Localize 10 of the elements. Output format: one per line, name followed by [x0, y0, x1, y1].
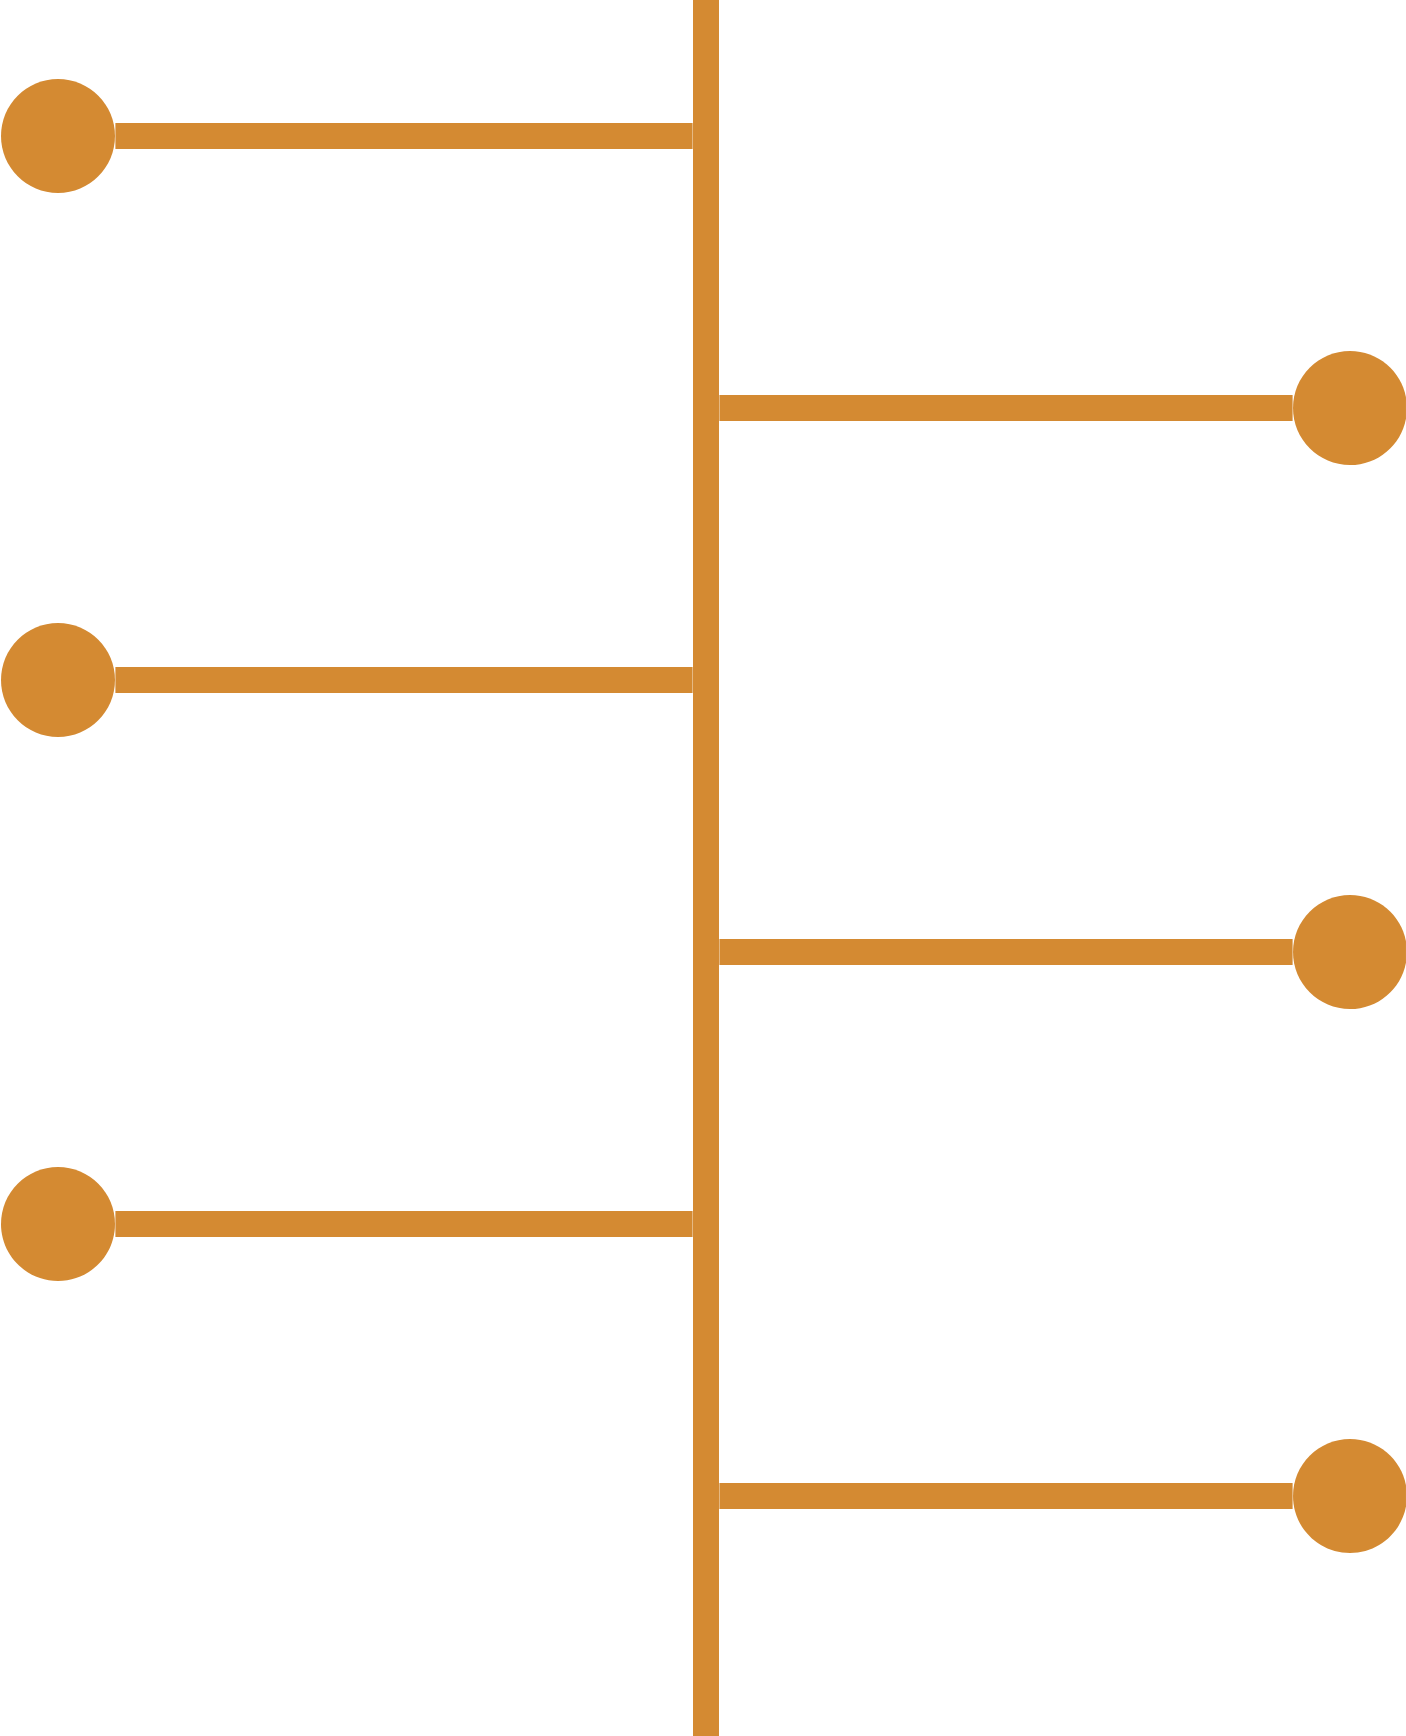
branch-line — [115, 1211, 693, 1237]
branch-line — [719, 1483, 1293, 1509]
branch-line — [719, 395, 1293, 421]
branch-line — [719, 939, 1293, 965]
branch-line — [115, 667, 693, 693]
timeline-dot — [1, 79, 115, 193]
branch-line — [115, 123, 693, 149]
timeline-dot — [1, 1167, 115, 1281]
timeline-dot — [1, 623, 115, 737]
timeline-bar — [693, 0, 719, 1736]
